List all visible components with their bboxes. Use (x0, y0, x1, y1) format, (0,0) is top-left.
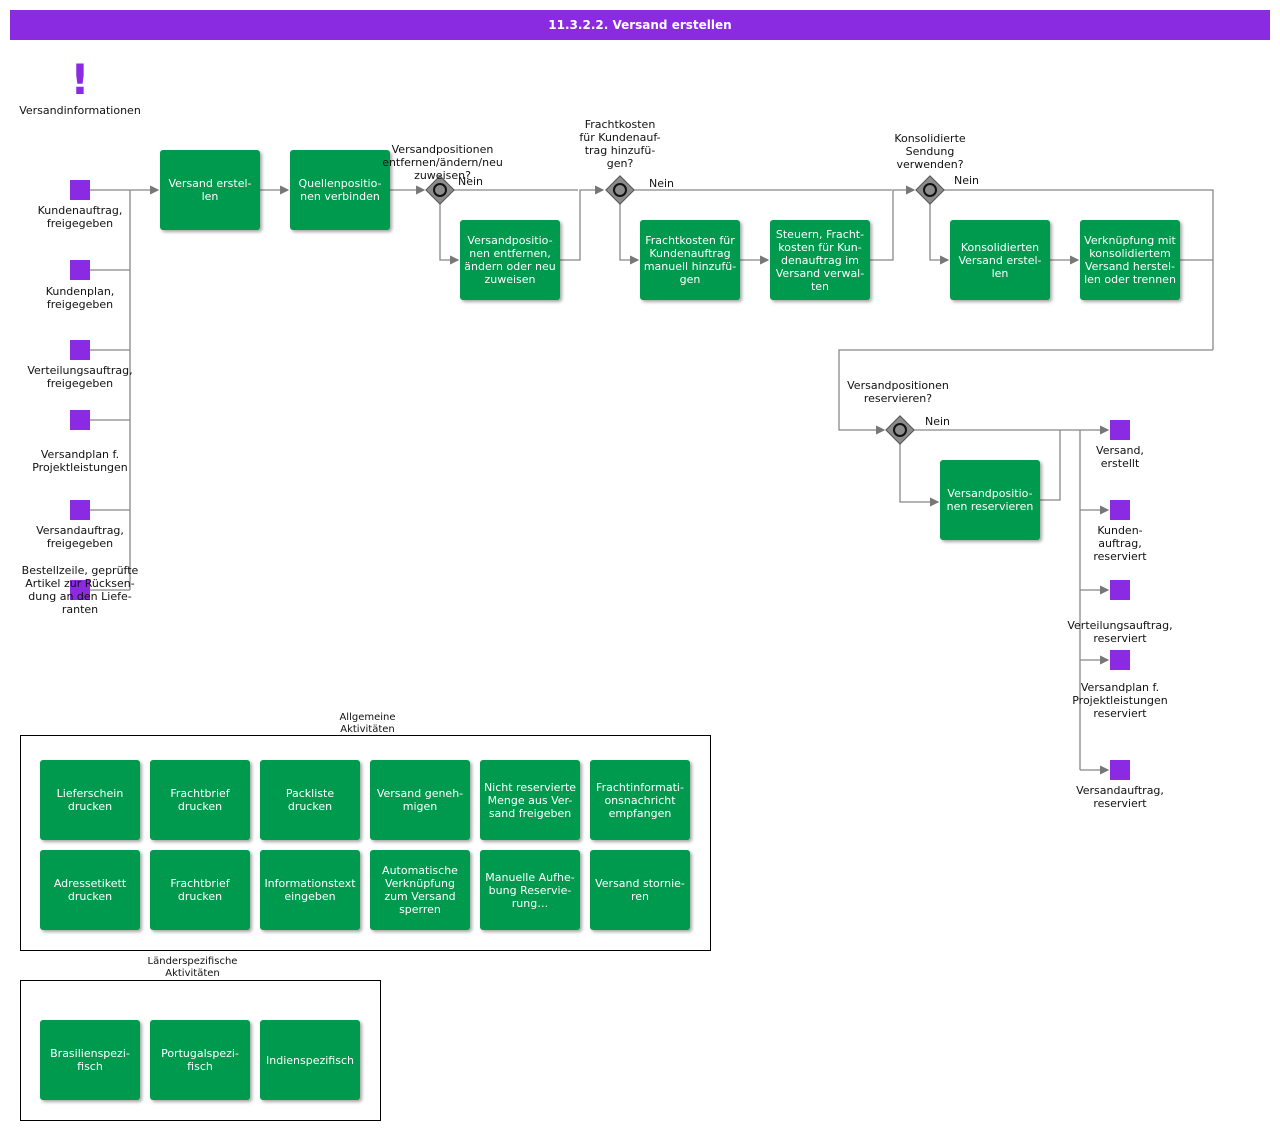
start-event-label: Versandplan f. Projektleistungen (32, 448, 128, 474)
end-event-versandauftrag-reserviert[interactable] (1110, 760, 1130, 780)
end-event-label: Versand, erstellt (1096, 444, 1144, 470)
activity-positionen-aendern[interactable]: Versandpositio- nen entfernen, ändern od… (460, 220, 560, 300)
gateway-3-label: Konsolidierte Sendung verwenden? (894, 132, 966, 171)
general-activity[interactable]: Adressetikett drucken (40, 850, 140, 930)
end-event-label: Verteilungsauftrag, reserviert (1067, 619, 1173, 645)
gateway-1-label: Versandpositionen entfernen/ändern/neu z… (382, 143, 503, 182)
activity-positionen-reservieren[interactable]: Versandpositio- nen reservieren (940, 460, 1040, 540)
start-event-versandplan[interactable] (70, 410, 90, 430)
start-event-versandauftrag[interactable] (70, 500, 90, 520)
general-activity[interactable]: Informationstext eingeben (260, 850, 360, 930)
start-event-bestellzeile[interactable] (70, 580, 90, 600)
country-activity[interactable]: Brasilienspezi- fisch (40, 1020, 140, 1100)
general-group-label: Allgemeine Aktivitäten (339, 712, 396, 734)
start-event-label: Kundenplan, freigegeben (45, 285, 115, 311)
end-event-versand-erstellt[interactable] (1110, 420, 1130, 440)
general-activities-group (20, 735, 711, 951)
general-activity[interactable]: Frachtbrief drucken (150, 850, 250, 930)
activity-steuern-frachtkosten[interactable]: Steuern, Fracht- kosten für Kun- denauft… (770, 220, 870, 300)
activity-frachtkosten-hinzufuegen[interactable]: Frachtkosten für Kundenauftrag manuell h… (640, 220, 740, 300)
general-activity[interactable]: Versand geneh- migen (370, 760, 470, 840)
start-event-label: Kundenauftrag, freigegeben (37, 204, 123, 230)
general-activity[interactable]: Automatische Verknüpfung zum Versand spe… (370, 850, 470, 930)
end-event-label: Versandauftrag, reserviert (1076, 784, 1164, 810)
page-title: 11.3.2.2. Versand erstellen (10, 10, 1270, 40)
country-activity[interactable]: Indienspezifisch (260, 1020, 360, 1100)
activity-versand-erstellen[interactable]: Versand erstel- len (160, 150, 260, 230)
gateway-3-no: Nein (954, 174, 980, 187)
end-event-versandplan-reserviert[interactable] (1110, 650, 1130, 670)
country-activity[interactable]: Portugalspezi- fisch (150, 1020, 250, 1100)
general-activity[interactable]: Manuelle Aufhe- bung Reservie- rung… (480, 850, 580, 930)
gateway-4-no: Nein (925, 415, 951, 428)
gateway-2[interactable] (605, 175, 635, 205)
info-label: Versandinformationen (19, 104, 141, 117)
general-activity[interactable]: Versand stornie- ren (590, 850, 690, 930)
general-activity[interactable]: Nicht reservierte Menge aus Ver- sand fr… (480, 760, 580, 840)
gateway-2-no: Nein (649, 177, 675, 190)
activity-verknuepfung[interactable]: Verknüpfung mit konsolidiertem Versand h… (1080, 220, 1180, 300)
end-event-kundenauftrag-reserviert[interactable] (1110, 500, 1130, 520)
gateway-2-label: Frachtkosten für Kundenauf- trag hinzufü… (579, 118, 661, 170)
end-event-label: Versandplan f. Projektleistungen reservi… (1072, 681, 1168, 720)
general-activity[interactable]: Lieferschein drucken (40, 760, 140, 840)
gateway-3[interactable] (915, 175, 945, 205)
gateway-1[interactable] (425, 175, 455, 205)
start-event-label: Verteilungsauftrag, freigegeben (27, 364, 133, 390)
end-event-verteilungsauftrag-reserviert[interactable] (1110, 580, 1130, 600)
gateway-4-label: Versandpositionen reservieren? (847, 379, 949, 405)
exclamation-icon: ! (70, 55, 90, 104)
activity-konsolidierten-versand[interactable]: Konsolidierten Versand erstel- len (950, 220, 1050, 300)
start-event-label: Versandauftrag, freigegeben (36, 524, 124, 550)
start-event-kundenauftrag[interactable] (70, 180, 90, 200)
start-event-label: Bestellzeile, geprüfte Artikel zur Rücks… (21, 564, 139, 616)
country-activities-group (20, 980, 381, 1121)
gateway-1-no: Nein (458, 175, 484, 188)
end-event-label: Kunden- auftrag, reserviert (1093, 524, 1147, 563)
start-event-verteilungsauftrag[interactable] (70, 340, 90, 360)
general-activity[interactable]: Frachtbrief drucken (150, 760, 250, 840)
activity-quellenpositionen-verbinden[interactable]: Quellenpositio- nen verbinden (290, 150, 390, 230)
country-group-label: Länderspezifische Aktivitäten (147, 956, 238, 979)
general-activity[interactable]: Packliste drucken (260, 760, 360, 840)
general-activity[interactable]: Frachtinformati- onsnachricht empfangen (590, 760, 690, 840)
start-event-kundenplan[interactable] (70, 260, 90, 280)
gateway-4[interactable] (885, 415, 915, 445)
